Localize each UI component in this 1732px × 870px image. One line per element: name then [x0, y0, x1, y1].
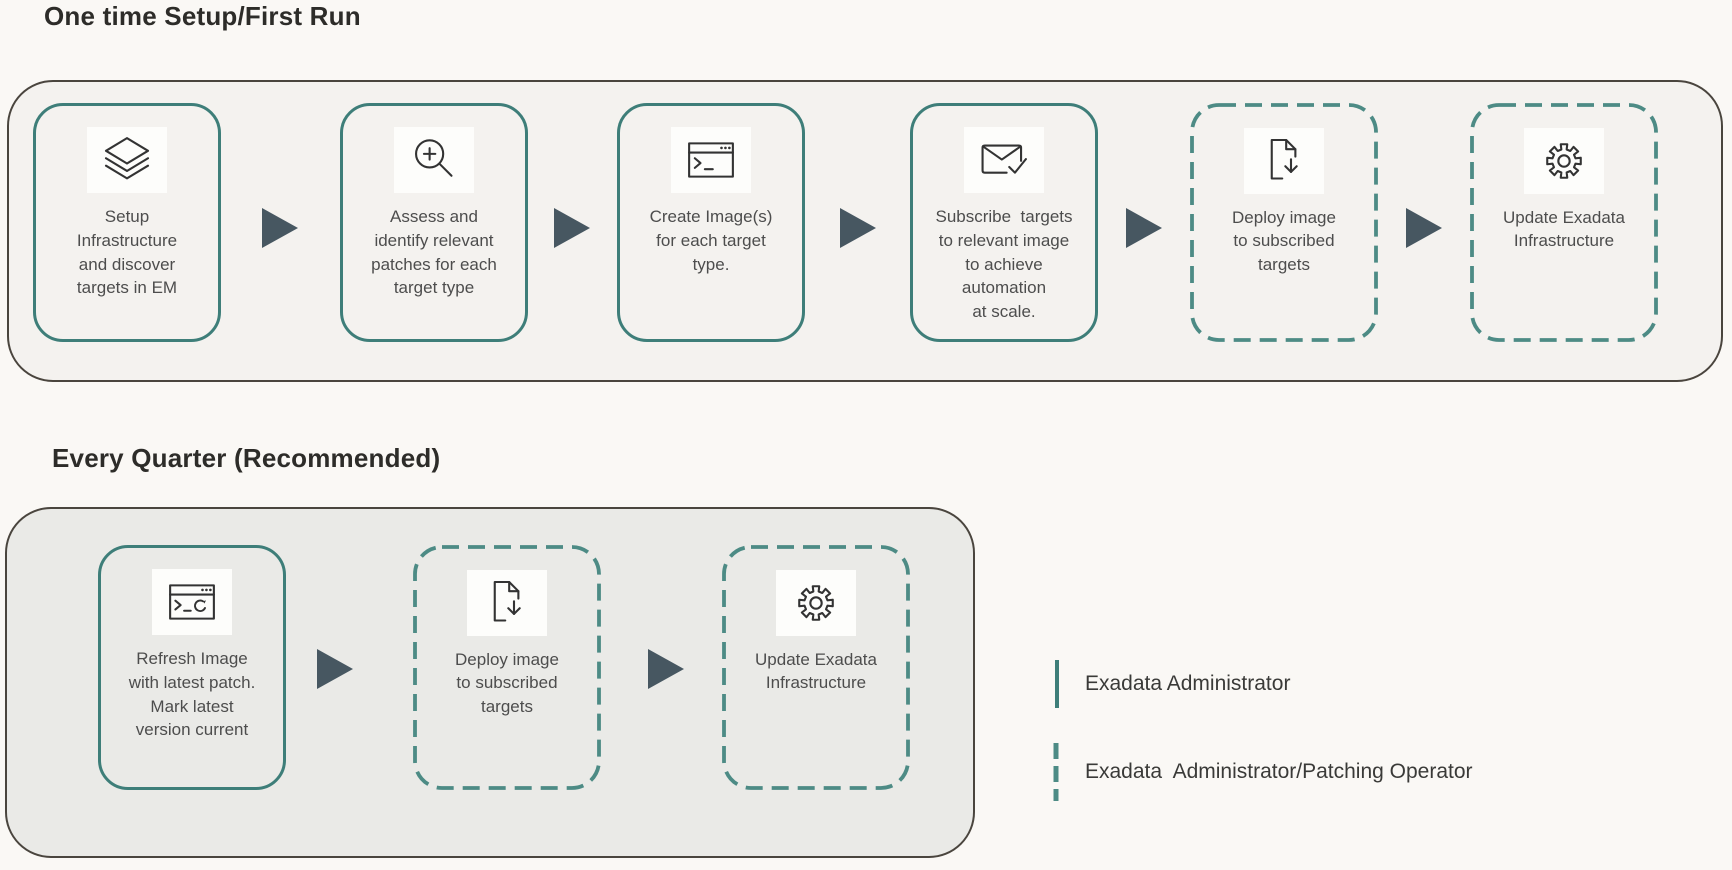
- legend-label-exadata-administrator: Exadata Administrator: [1085, 672, 1291, 695]
- file-download-icon: [1244, 127, 1324, 194]
- section-title-every-quarter: Every Quarter (Recommended): [52, 443, 441, 473]
- legend-dashed-line: [1053, 743, 1059, 801]
- flow-arrow-icon: [1126, 208, 1162, 248]
- step-update-exadata-infrastructure: Update Exadata Infrastructure: [1470, 103, 1658, 342]
- terminal-refresh-icon: [152, 569, 232, 635]
- flow-arrow-icon: [648, 649, 684, 689]
- flow-arrow-icon: [317, 649, 353, 689]
- step-label: Refresh Image with latest patch. Mark la…: [128, 649, 256, 740]
- step-create-images: Create Image(s) for each target type.: [617, 103, 805, 342]
- flow-arrow-icon: [262, 208, 298, 248]
- step-refresh-image: Refresh Image with latest patch. Mark la…: [98, 545, 286, 790]
- gear-icon: [1524, 127, 1604, 194]
- step-label: Subscribe targets to relevant image to a…: [935, 207, 1073, 322]
- legend-solid-line: [1055, 660, 1059, 708]
- flow-arrow-icon: [840, 208, 876, 248]
- step-assess-patches: Assess and identify relevant patches for…: [340, 103, 528, 342]
- flow-arrow-icon: [554, 208, 590, 248]
- layers-icon: [87, 127, 167, 193]
- step-label: Create Image(s) for each target type.: [649, 207, 773, 274]
- step-subscribe-targets: Subscribe targets to relevant image to a…: [910, 103, 1098, 342]
- legend-label-admin-patching-operator: Exadata Administrator/Patching Operator: [1085, 760, 1473, 783]
- step-label: Deploy image to subscribed targets: [455, 649, 559, 717]
- gear-icon: [776, 569, 856, 636]
- zoom-in-icon: [394, 127, 474, 193]
- step-label: Update Exadata Infrastructure: [755, 649, 877, 693]
- step-label: Assess and identify relevant patches for…: [371, 207, 497, 298]
- section-title-one-time-setup: One time Setup/First Run: [44, 1, 361, 31]
- step-label: Setup Infrastructure and discover target…: [76, 207, 178, 298]
- step-label: Update Exadata Infrastructure: [1503, 207, 1625, 251]
- file-download-icon: [467, 569, 547, 636]
- step-deploy-image: Deploy image to subscribed targets: [413, 545, 601, 790]
- step-update-exadata-infrastructure: Update Exadata Infrastructure: [722, 545, 910, 790]
- flow-arrow-icon: [1406, 208, 1442, 248]
- mail-check-icon: [964, 127, 1044, 193]
- step-deploy-image: Deploy image to subscribed targets: [1190, 103, 1378, 342]
- step-setup-infrastructure: Setup Infrastructure and discover target…: [33, 103, 221, 342]
- terminal-icon: [671, 127, 751, 193]
- step-label: Deploy image to subscribed targets: [1232, 207, 1336, 275]
